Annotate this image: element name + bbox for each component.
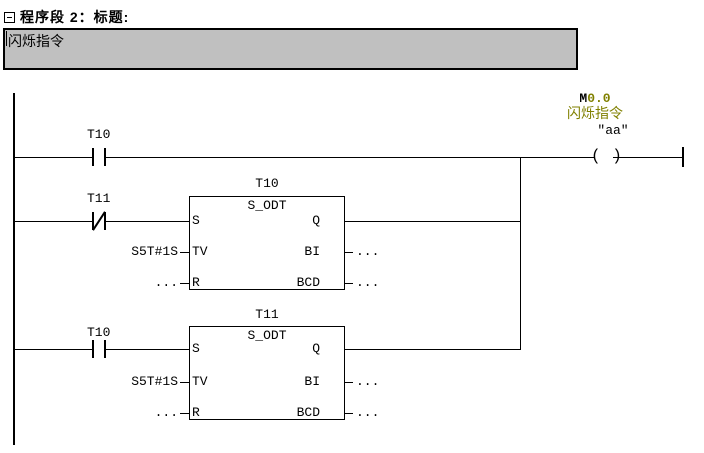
wire	[13, 221, 92, 222]
coil-comment: 闪烁指令	[567, 105, 623, 121]
coil-icon[interactable]: ( )	[591, 147, 623, 165]
tv-operand[interactable]: S5T#1S	[131, 244, 178, 259]
wire	[13, 157, 92, 158]
collapse-minus-icon[interactable]	[4, 12, 15, 23]
wire	[613, 157, 683, 158]
wire	[105, 157, 594, 158]
wire	[345, 349, 520, 350]
coil-address-prefix: M	[579, 91, 588, 106]
pin-q: Q	[312, 341, 320, 356]
pin-r: R	[192, 275, 200, 290]
pin-s: S	[192, 341, 200, 356]
timer-block-t11[interactable]	[189, 326, 345, 420]
text-caret	[6, 31, 7, 46]
pin-stub	[180, 283, 189, 284]
pin-bcd: BCD	[296, 275, 320, 290]
network-comment-text: 闪烁指令	[8, 33, 64, 49]
pin-bi: BI	[304, 374, 320, 389]
right-power-rail	[682, 147, 684, 167]
wire	[345, 221, 520, 222]
r-operand[interactable]: ...	[154, 275, 178, 290]
coil-symbol-name: "aa"	[597, 123, 629, 138]
coil-address: M0.0	[560, 91, 630, 106]
contact-label: T10	[87, 127, 111, 142]
contact-label: T11	[87, 191, 111, 206]
network-comment-box[interactable]: 闪烁指令	[3, 28, 578, 70]
contact-label: T10	[87, 325, 111, 340]
wire	[105, 349, 189, 350]
wire	[105, 221, 189, 222]
timer-block-type: S_ODT	[247, 198, 287, 213]
network-title[interactable]: 程序段 2：标题:	[20, 9, 130, 25]
pin-stub	[345, 382, 353, 383]
timer-block-type: S_ODT	[247, 328, 287, 343]
pin-stub	[345, 252, 353, 253]
coil-address-rest: 0.0	[587, 91, 611, 106]
timer-block-name: T10	[255, 176, 279, 191]
pin-stub	[345, 283, 353, 284]
r-operand[interactable]: ...	[154, 405, 178, 420]
bcd-operand[interactable]: ...	[356, 275, 380, 290]
pin-stub	[345, 413, 353, 414]
pin-bi: BI	[304, 244, 320, 259]
tv-operand[interactable]: S5T#1S	[131, 374, 178, 389]
bi-operand[interactable]: ...	[356, 244, 380, 259]
pin-tv: TV	[192, 244, 208, 259]
pin-stub	[180, 252, 189, 253]
pin-stub	[180, 413, 189, 414]
timer-block-t10[interactable]	[189, 196, 345, 290]
left-power-rail	[13, 93, 15, 445]
timer-block-name: T11	[255, 307, 279, 322]
pin-r: R	[192, 405, 200, 420]
bcd-operand[interactable]: ...	[356, 405, 380, 420]
pin-q: Q	[312, 213, 320, 228]
bi-operand[interactable]: ...	[356, 374, 380, 389]
branch-wire	[520, 157, 521, 350]
pin-bcd: BCD	[296, 405, 320, 420]
pin-tv: TV	[192, 374, 208, 389]
wire	[13, 349, 92, 350]
pin-stub	[180, 382, 189, 383]
pin-s: S	[192, 213, 200, 228]
